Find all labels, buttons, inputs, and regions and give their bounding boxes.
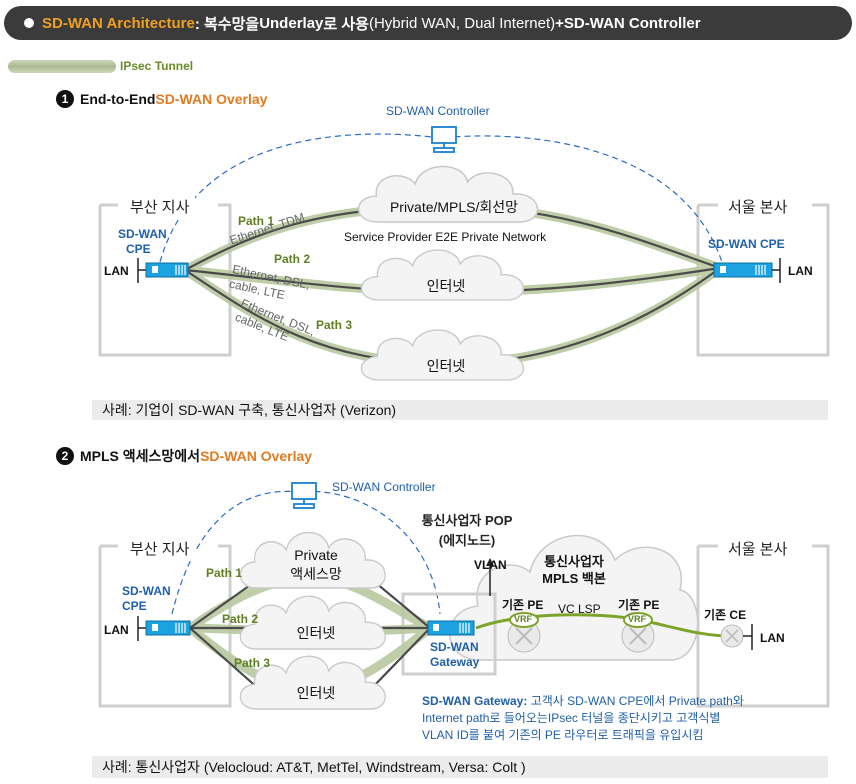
pop-label-line2: (에지노드)	[438, 533, 496, 548]
mpls-cloud-sublabel: Service Provider E2E Private Network	[344, 230, 547, 244]
header-text-2: Underlay	[259, 14, 324, 32]
section2-case-note: 사례: 통신사업자 (Velocloud: AT&T, MetTel, Wind…	[92, 756, 828, 778]
gateway-description-title: SD-WAN Gateway:	[422, 694, 528, 708]
section1-title: 1 End-to-End SD-WAN Overlay	[56, 90, 267, 108]
lan-label-seoul-1: LAN	[788, 264, 813, 278]
busan-cpe-label-2: SD-WAN CPE	[122, 584, 171, 614]
internet-cloud-label-1b: 인터넷	[426, 358, 466, 374]
internet-cloud-label-2a: 인터넷	[296, 625, 336, 641]
busan-site-label-1: 부산 지사	[124, 196, 196, 217]
header-text-1: : 복수망을	[194, 15, 260, 33]
backbone-label-line1: 통신사업자	[544, 554, 604, 569]
busan-cpe-label-1: SD-WAN CPE	[118, 227, 167, 257]
busan-cpe-label-2-line1: SD-WAN	[122, 584, 171, 598]
vrf-label-left: VRF	[514, 614, 532, 624]
gateway-description-line1: 고객사 SD-WAN CPE에서 Private path와	[527, 694, 744, 708]
gateway-description-line2: Internet path로 들어오는IPsec 터널을 종단시키고 고객식별	[422, 711, 721, 725]
pop-label: 통신사업자 POP (에지노드)	[412, 511, 522, 551]
controller-monitor-icon-2	[291, 482, 317, 509]
lan-label-busan-1: LAN	[104, 264, 129, 278]
vc-lsp-label: VC LSP	[558, 602, 601, 616]
backbone-label: 통신사업자 MPLS 백본	[524, 553, 624, 587]
path3-label-2: Path 3	[234, 656, 271, 670]
seoul-site-label-1: 서울 본사	[722, 196, 794, 217]
busan-cpe-label-1-line2: CPE	[126, 242, 151, 256]
header-text-3: 로 사용	[323, 15, 369, 33]
pop-label-line1: 통신사업자 POP	[421, 513, 513, 528]
seoul-cpe-device-1	[713, 258, 781, 283]
controller-monitor-icon-1	[431, 126, 457, 153]
backbone-label-line2: MPLS 백본	[542, 571, 606, 586]
path2-label-1: Path 2	[274, 252, 311, 266]
pop-edge-frame	[401, 592, 497, 676]
bullet-icon	[24, 18, 34, 28]
vlan-label: VLAN	[474, 558, 507, 572]
path1-label-1: Path 1	[238, 214, 275, 228]
header-text-6: SD-WAN Controller	[563, 14, 701, 32]
tunnel-legend-swatch	[8, 60, 116, 73]
header-text-5: +	[555, 14, 564, 32]
controller-label-2: SD-WAN Controller	[332, 480, 436, 494]
busan-cpe-device-1	[137, 258, 189, 283]
section2-title-highlight: SD-WAN Overlay	[200, 448, 313, 464]
busan-site-frame-2	[98, 544, 232, 708]
private-access-cloud-label: Private 액세스망	[276, 546, 356, 584]
gateway-description: SD-WAN Gateway: 고객사 SD-WAN CPE에서 Private…	[422, 693, 802, 744]
mpls-cloud-label: Private/MPLS/회선망	[389, 199, 519, 215]
sdwan-gateway-device	[427, 620, 475, 636]
gateway-label-line1: SD-WAN	[430, 640, 479, 654]
path2-label-2: Path 2	[222, 612, 259, 626]
gateway-label: SD-WAN Gateway	[430, 640, 479, 670]
section2-title-text: MPLS 액세스망에서	[80, 448, 201, 464]
private-access-cloud-line1: Private	[294, 547, 338, 563]
tunnel-legend-label: IPsec Tunnel	[120, 59, 194, 73]
lan-label-seoul-2: LAN	[760, 631, 785, 645]
private-access-cloud-line2: 액세스망	[290, 566, 342, 582]
section1-title-text: End-to-End	[80, 91, 156, 107]
header-text-4: (Hybrid WAN, Dual Internet)	[368, 14, 556, 32]
ce-label: 기존 CE	[704, 608, 747, 622]
busan-site-label-2: 부산 지사	[124, 538, 196, 559]
internet-cloud-label-2b: 인터넷	[296, 685, 336, 701]
section2-number: 2	[56, 447, 74, 465]
ce-router	[720, 624, 753, 650]
busan-cpe-device-2	[137, 616, 191, 641]
seoul-site-label-2: 서울 본사	[722, 538, 794, 559]
vrf-label-right: VRF	[628, 614, 646, 624]
pe-label-left: 기존 PE	[502, 598, 544, 612]
internet-cloud-label-1a: 인터넷	[426, 278, 466, 294]
pe-router-right	[621, 612, 655, 653]
busan-cpe-label-1-line1: SD-WAN	[118, 227, 167, 241]
section2-title: 2 MPLS 액세스망에서 SD-WAN Overlay	[56, 446, 312, 466]
seoul-site-frame-1	[696, 203, 830, 357]
pe-router-left	[507, 612, 541, 653]
path1-label-2: Path 1	[206, 566, 243, 580]
section1-number: 1	[56, 90, 74, 108]
pe-label-right: 기존 PE	[618, 598, 660, 612]
controller-label-1: SD-WAN Controller	[386, 104, 490, 118]
vlan-arrow-head	[486, 558, 494, 566]
section1-case-note: 사례: 기업이 SD-WAN 구축, 통신사업자 (Verizon)	[92, 400, 828, 420]
path3-label-1: Path 3	[316, 318, 353, 332]
gateway-description-line3: VLAN ID를 붙여 기존의 PE 라우터로 트래픽을 유입시킴	[422, 728, 704, 742]
busan-site-frame-1	[98, 203, 232, 357]
header-title: SD-WAN Architecture	[42, 14, 195, 32]
seoul-site-frame-2	[696, 544, 830, 708]
busan-cpe-label-2-line2: CPE	[122, 599, 147, 613]
gateway-label-line2: Gateway	[430, 655, 480, 669]
page-header: SD-WAN Architecture : 복수망을 Underlay 로 사용…	[4, 6, 852, 40]
seoul-cpe-label-1: SD-WAN CPE	[708, 237, 785, 251]
section1-title-highlight: SD-WAN Overlay	[155, 91, 268, 107]
lan-label-busan-2: LAN	[104, 623, 129, 637]
